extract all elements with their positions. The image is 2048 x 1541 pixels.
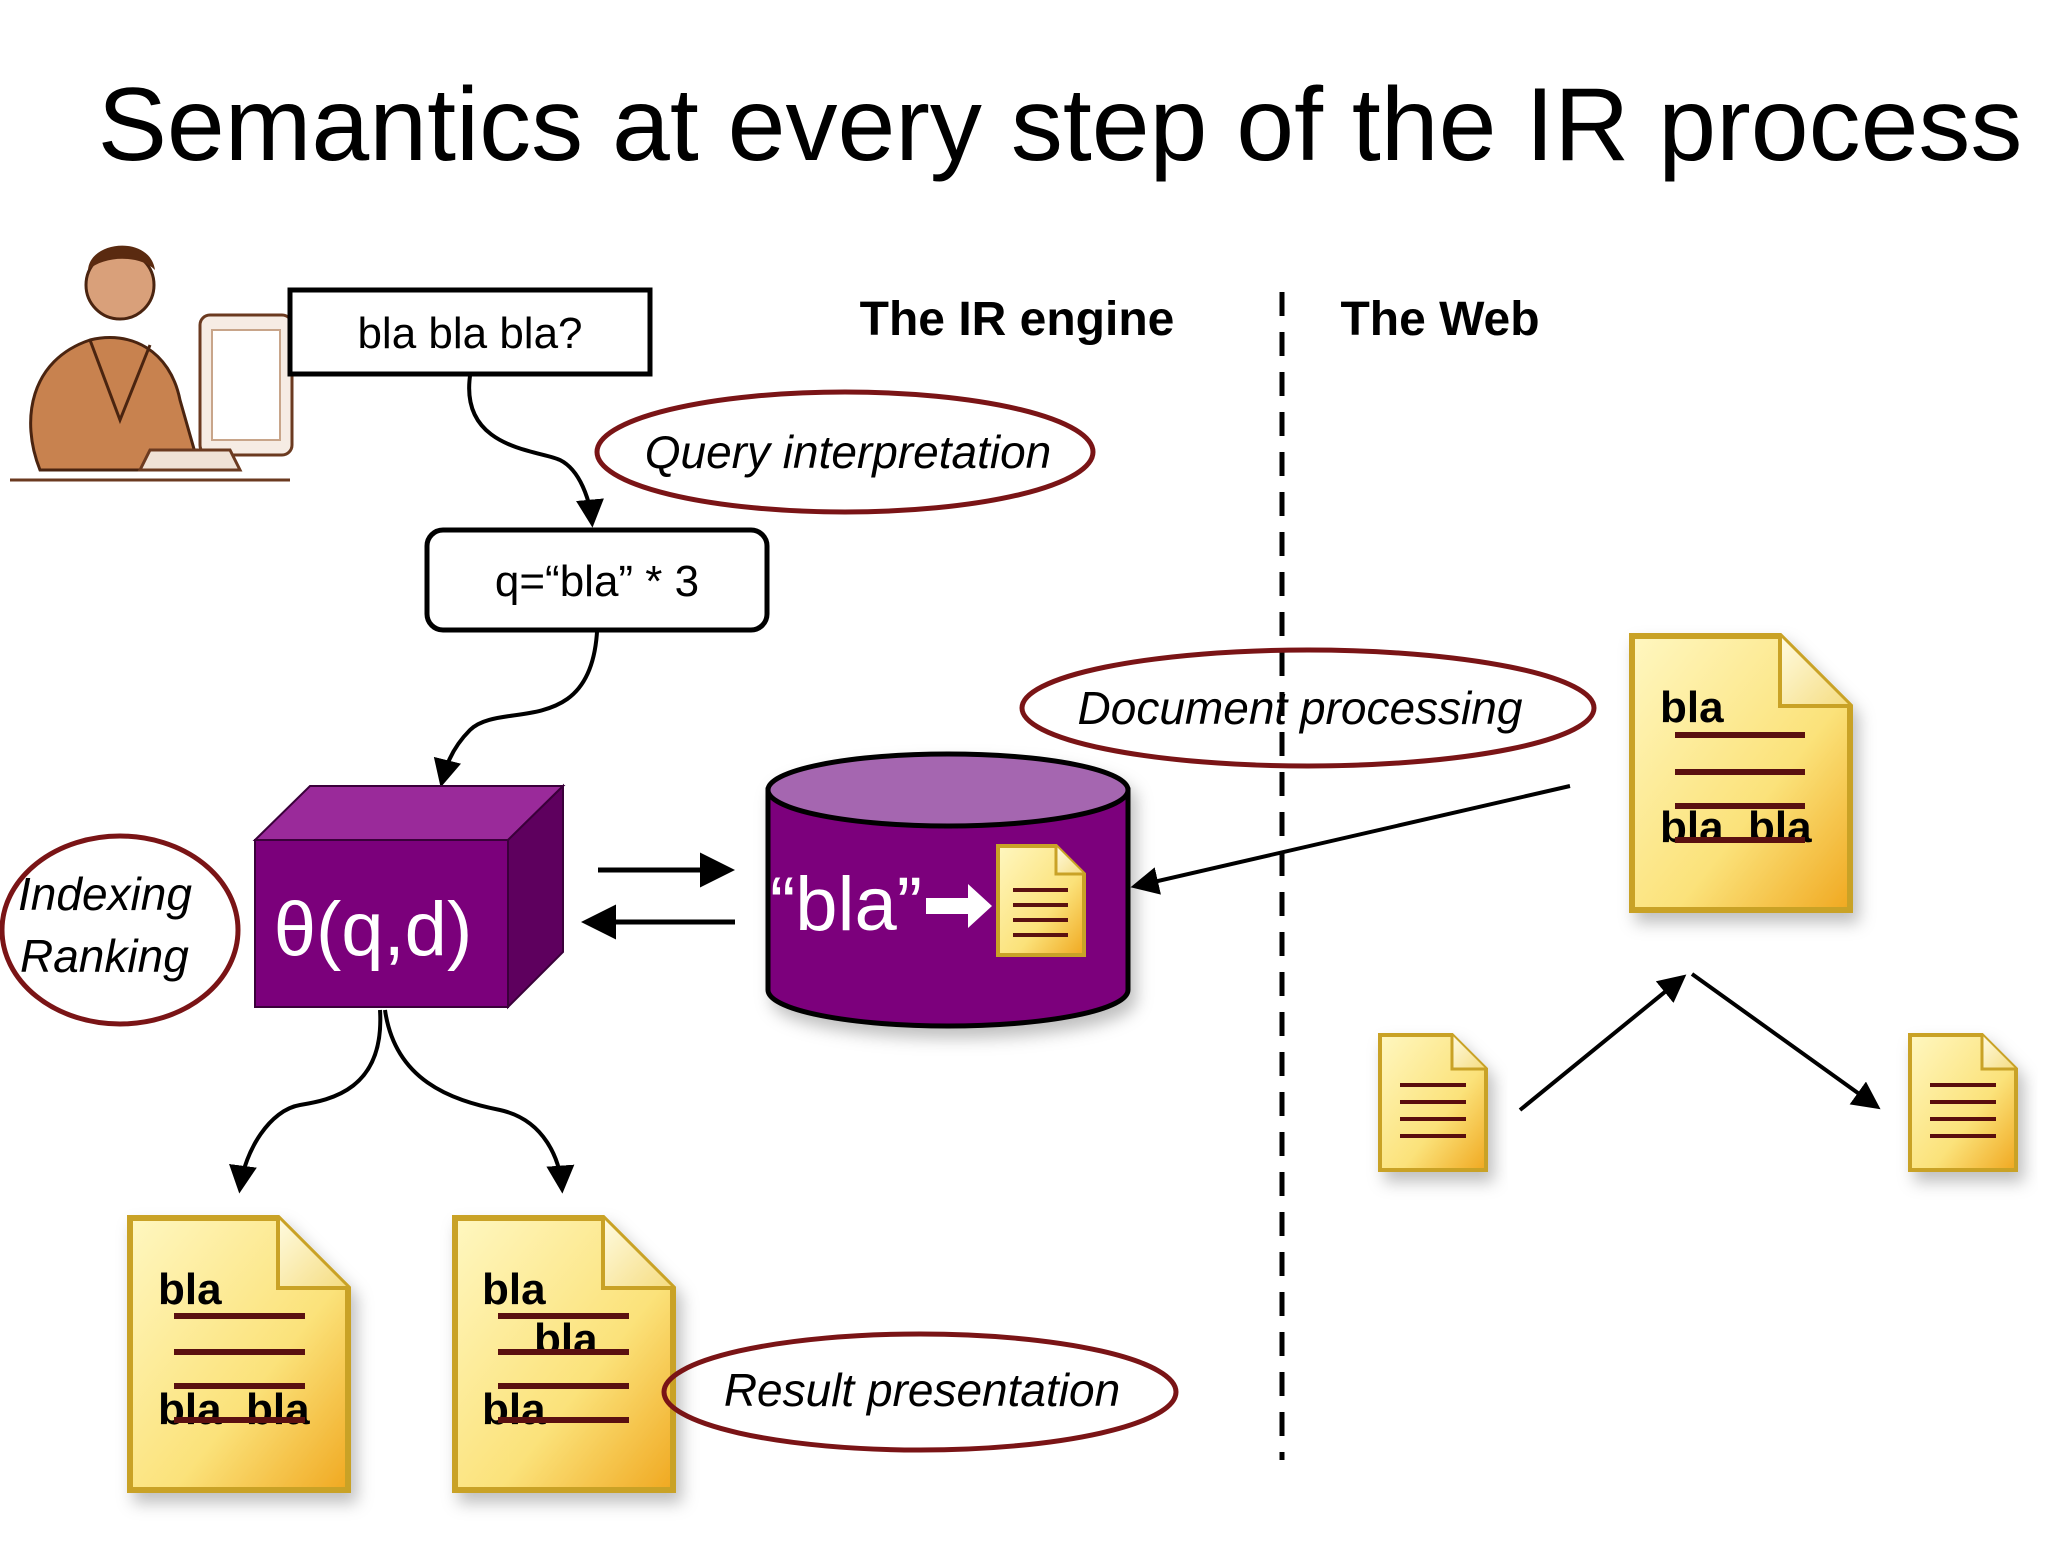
query-text: bla bla bla?	[357, 309, 582, 358]
web-document-line-1: bla	[1660, 683, 1724, 732]
result-2-line-1: bla	[482, 1265, 546, 1314]
section-web: The Web	[1340, 293, 1539, 346]
web-document-lines	[1675, 732, 1805, 843]
result-presentation-step: Result presentation	[661, 1331, 1179, 1453]
indexing-ranking-step: Indexing Ranking	[0, 833, 241, 1027]
arrow-query-to-interpreted	[467, 375, 604, 528]
document-processing-label: Document processing	[1078, 682, 1523, 734]
arrow-web-to-index	[1130, 784, 1571, 895]
index-term: “bla”	[770, 862, 922, 947]
arrow-ranking-to-result-2	[383, 1009, 575, 1194]
slide-title: Semantics at every step of the IR proces…	[98, 67, 2023, 183]
result-1-line-1: bla	[158, 1265, 222, 1314]
index-pointer-arrow	[926, 884, 992, 928]
query-box: bla bla bla?	[287, 287, 653, 377]
document-processing-step: Document processing	[1019, 647, 1597, 769]
web-link-arrow-right	[1690, 972, 1881, 1110]
result-2-line-2: bla	[534, 1315, 598, 1364]
ranking-function-cube: θ(q,d)	[252, 783, 566, 1010]
query-interpretation-step: Query interpretation	[594, 389, 1096, 515]
indexing-label: Indexing	[18, 868, 192, 920]
ranking-function-label: θ(q,d)	[274, 887, 473, 972]
result-1-lines	[174, 1313, 305, 1423]
query-interpretation-label: Query interpretation	[645, 426, 1052, 478]
result-2-line-3: bla	[482, 1385, 546, 1434]
arrow-ranking-to-result-1	[229, 1009, 383, 1194]
result-2-lines	[498, 1313, 629, 1423]
section-ir-engine: The IR engine	[860, 293, 1175, 346]
web-document-right	[1908, 1033, 2018, 1172]
result-1-line-2: bla bla	[158, 1385, 310, 1434]
web-link-arrow-left	[1518, 974, 1687, 1112]
result-presentation-label: Result presentation	[724, 1364, 1120, 1416]
web-document-line-2: bla bla	[1660, 803, 1812, 852]
user-at-computer-icon	[10, 245, 294, 482]
web-document-left	[1378, 1033, 1488, 1172]
index-document-icon	[996, 844, 1086, 957]
interpreted-query-box: q=“bla” * 3	[424, 527, 770, 633]
ranking-label: Ranking	[20, 930, 189, 982]
arrow-interpreted-to-ranking	[433, 631, 599, 788]
interpreted-query-text: q=“bla” * 3	[495, 557, 699, 606]
